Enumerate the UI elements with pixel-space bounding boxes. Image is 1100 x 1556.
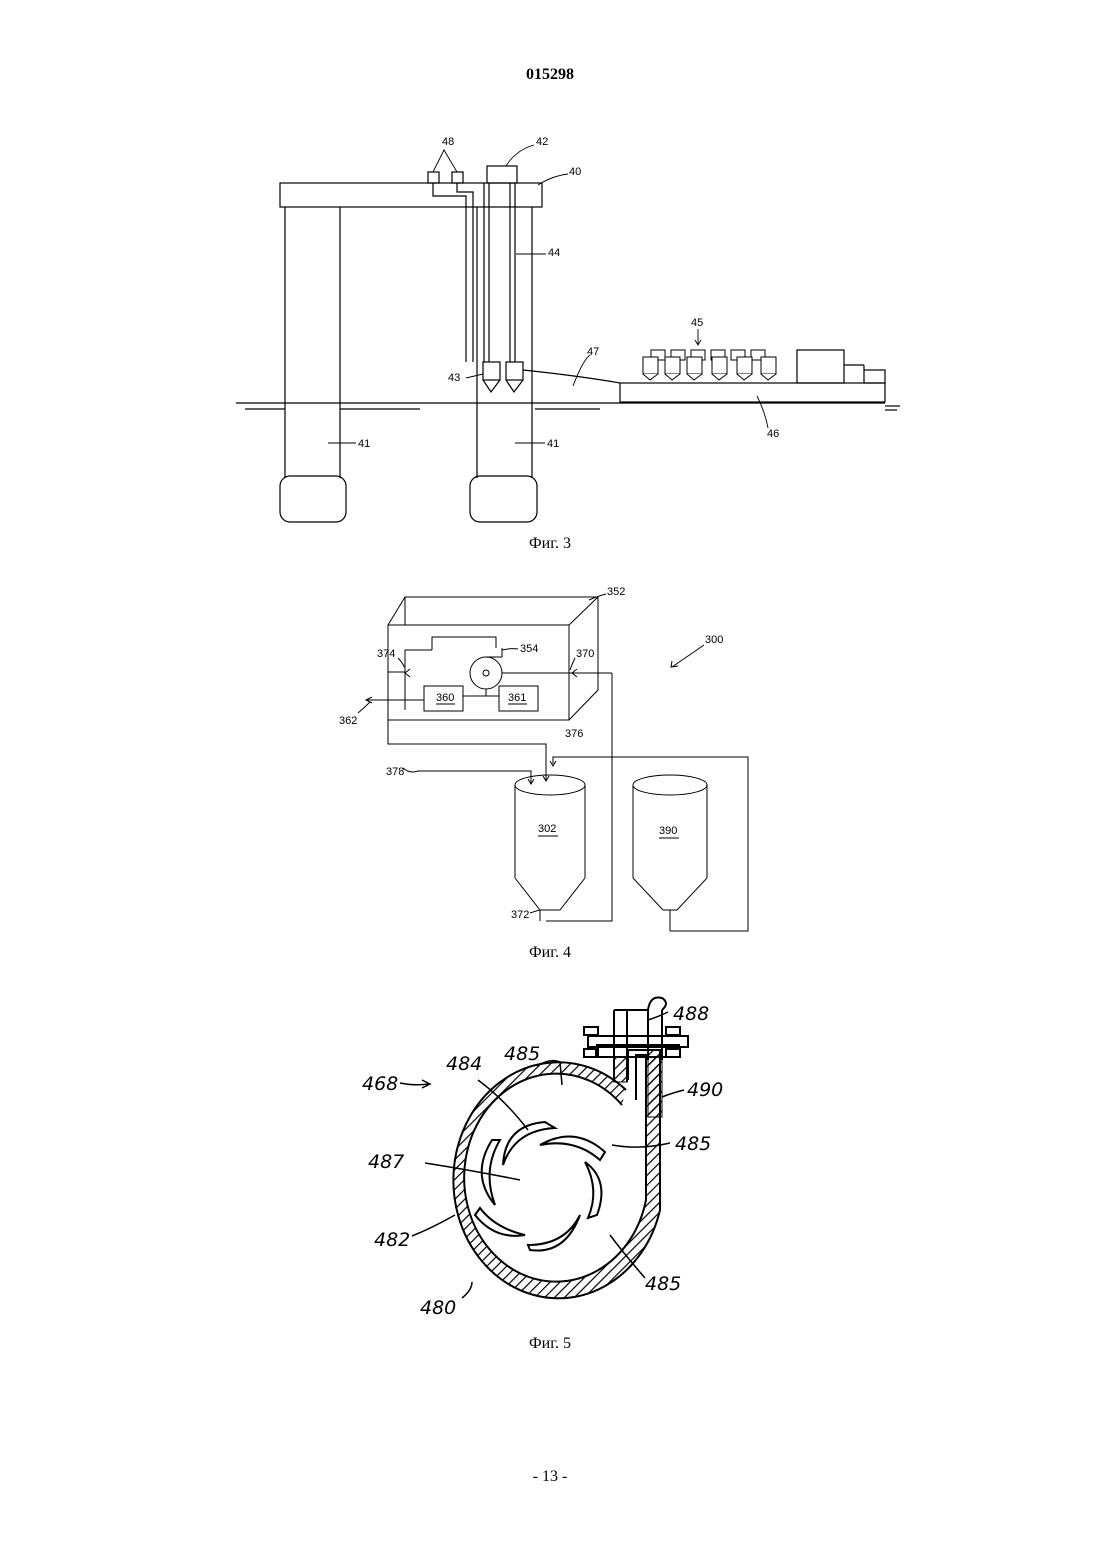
figure-4-drawing: 352 354 374 370 300 360 361 362 376 378 …: [0, 578, 1100, 938]
label-352: 352: [607, 586, 625, 598]
figure-5-drawing: 488 485 484 468 490 485 487 482 485 480: [0, 990, 1100, 1335]
label-354: 354: [520, 643, 538, 655]
label-485-top: 485: [504, 1043, 540, 1065]
label-484: 484: [446, 1053, 482, 1075]
label-490: 490: [687, 1079, 723, 1101]
figure-5-caption: Фиг. 5: [0, 1335, 1100, 1353]
label-46: 46: [767, 428, 779, 440]
figure-3-drawing: 48 42 40 44 45 47 43 41 41 46: [0, 120, 1100, 540]
label-482: 482: [374, 1229, 410, 1251]
label-42: 42: [536, 136, 548, 148]
label-374: 374: [377, 648, 395, 660]
left-pontoon: [280, 476, 346, 522]
label-370: 370: [576, 648, 594, 660]
right-pontoon: [470, 476, 537, 522]
pump-354: [470, 657, 502, 689]
label-376: 376: [565, 728, 583, 740]
label-378: 378: [386, 766, 404, 778]
label-41-right: 41: [547, 438, 559, 450]
label-487: 487: [368, 1151, 404, 1173]
label-468: 468: [362, 1073, 398, 1095]
label-488: 488: [673, 1003, 709, 1025]
label-44: 44: [548, 247, 560, 259]
unit-42: [487, 166, 517, 183]
label-485-right: 485: [675, 1133, 711, 1155]
patent-number: 015298: [0, 66, 1100, 84]
label-485-bottom: 485: [645, 1273, 681, 1295]
figure-3-caption: Фиг. 3: [0, 535, 1100, 553]
figure-4-caption: Фиг. 4: [0, 944, 1100, 962]
label-390: 390: [659, 825, 677, 837]
label-302: 302: [538, 823, 556, 835]
page-number: - 13 -: [0, 1468, 1100, 1486]
label-40: 40: [569, 166, 581, 178]
label-47: 47: [587, 346, 599, 358]
vessel-hull: [620, 383, 885, 402]
label-360: 360: [436, 692, 454, 704]
label-361: 361: [508, 692, 526, 704]
label-372: 372: [511, 909, 529, 921]
label-41-left: 41: [358, 438, 370, 450]
label-300: 300: [705, 634, 723, 646]
label-43: 43: [448, 372, 460, 384]
label-45: 45: [691, 317, 703, 329]
label-362: 362: [339, 715, 357, 727]
label-480: 480: [420, 1297, 456, 1319]
platform-deck: [280, 183, 542, 207]
label-48: 48: [442, 136, 454, 148]
